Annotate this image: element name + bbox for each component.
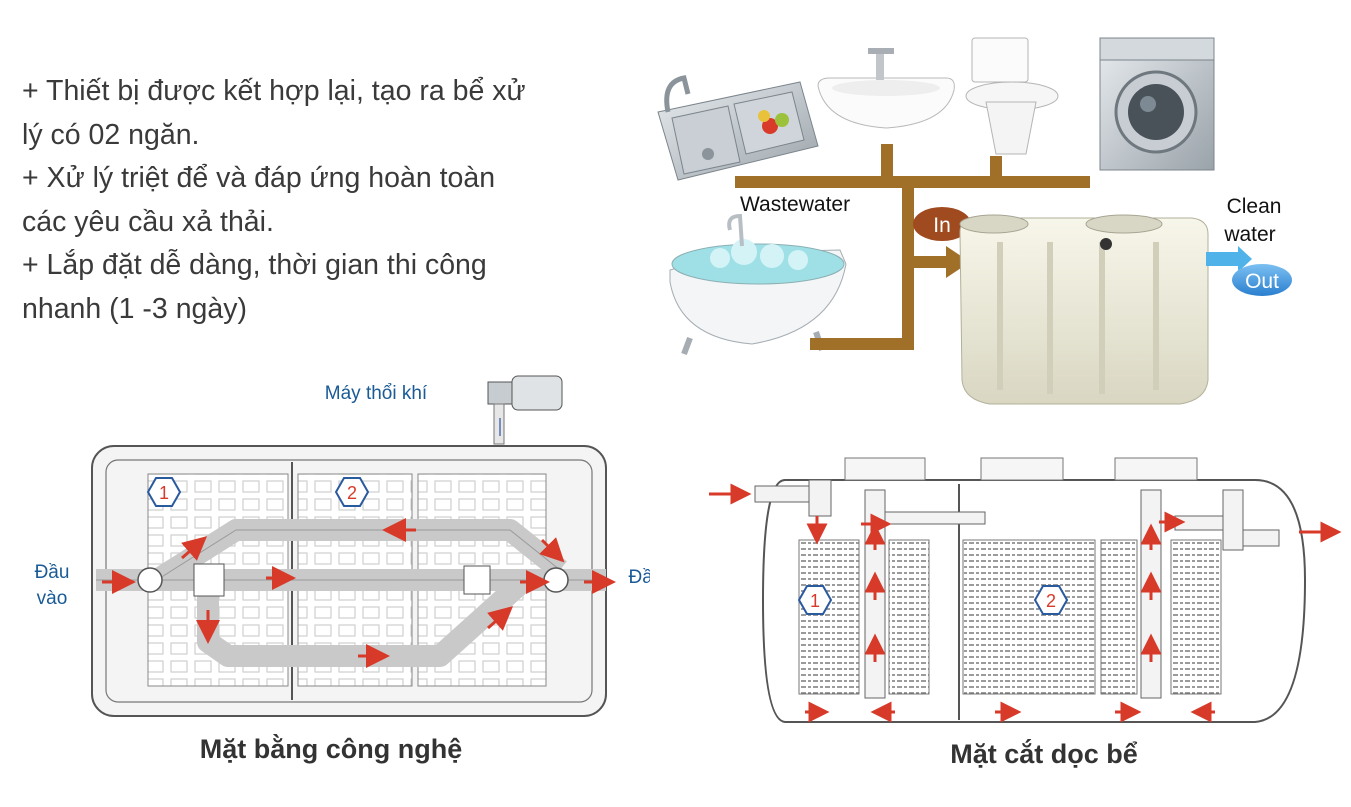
wastewater-flow-illustration: In Wastewater Out Clean water [657,37,1292,405]
intro-text: + Thiết bị được kết hợp lại, tạo ra bể x… [22,70,622,331]
intro-line: + Lắp đặt dễ dàng, thời gian thi công [22,249,487,281]
out-label: Out [1245,270,1279,293]
section-caption: Mặt cắt dọc bể [950,738,1138,769]
clean-water-label-line2: water [1223,223,1275,246]
washbasin-icon [817,48,955,129]
chamber-2-number: 2 [1046,591,1056,611]
intro-line: nhanh (1 -3 ngày) [22,292,247,325]
drain-pipes [735,144,1090,350]
septic-tank-icon [959,214,1252,405]
clean-water-label-line1: Clean [1227,195,1282,218]
section-flow-arrows [709,483,1342,723]
chamber-2-number: 2 [347,483,357,503]
inlet-label-line2: vào [37,588,68,609]
section-view-diagram: 1 2 Mặt cắt dọc bể [709,457,1342,769]
outlet-label: Đầu ra [628,567,650,588]
inlet-label-line1: Đầu [35,562,70,583]
chamber-2-hex [1033,585,1069,615]
plan-caption: Mặt bằng công nghệ [200,733,463,764]
chamber-1-hex [146,477,182,507]
flow-arrows [102,518,616,668]
wastewater-label: Wastewater [740,193,850,216]
in-badge [913,207,971,241]
chamber-2-hex [334,477,370,507]
air-blower-icon [487,375,563,445]
intro-line: các yêu cầu xả thải. [22,205,274,238]
chamber-1-hex [797,585,833,615]
in-label: In [933,214,951,237]
blower-label: Máy thổi khí [325,383,428,404]
out-badge [1232,264,1292,296]
toilet-icon [965,37,1059,155]
plan-view-diagram: 1 2 Máy thổi khí Đầu vào Đầu ra Mặt bằng… [35,375,650,764]
intro-line: + Thiết bị được kết hợp lại, tạo ra bể x… [22,75,526,107]
media-blocks [798,484,1222,720]
sink-icon [657,75,819,181]
bathtub-icon [669,213,847,356]
intro-line: + Xử lý triệt để và đáp ứng hoàn toàn [22,162,496,194]
chamber-1-number: 1 [159,483,169,503]
chamber-1-number: 1 [810,591,820,611]
washing-machine-icon [1099,37,1215,171]
intro-line: lý có 02 ngăn. [22,118,200,151]
